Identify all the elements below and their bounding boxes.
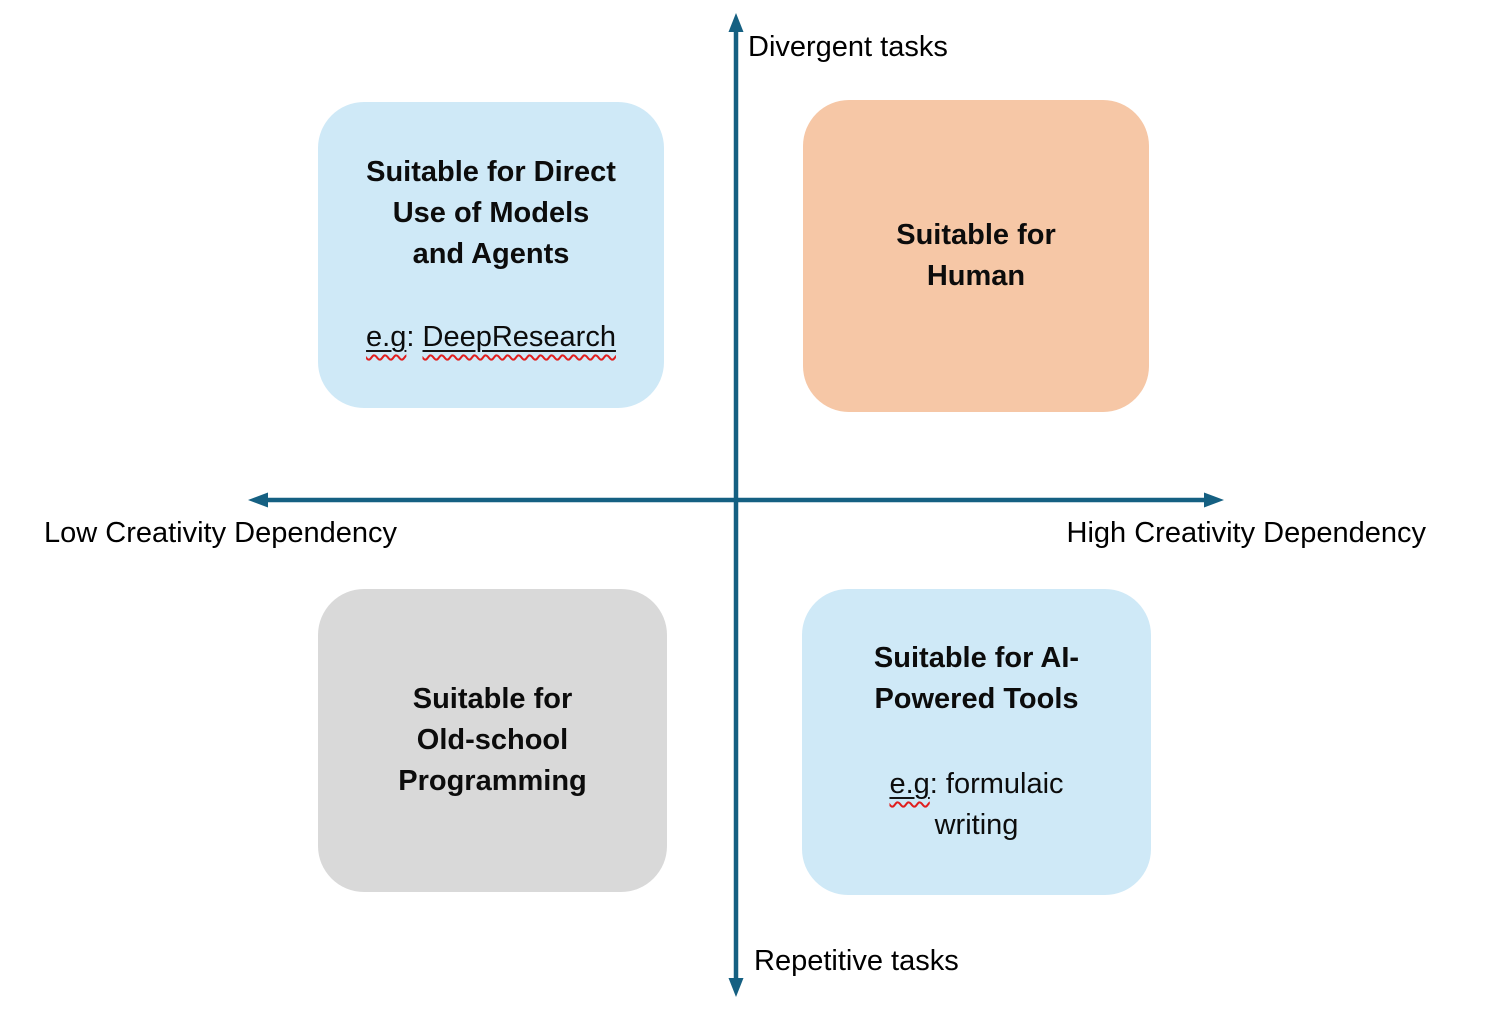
quadrant-title-line: Suitable for [412,683,573,715]
x-axis-right-label: High Creativity Dependency [1066,517,1426,549]
quadrant-title: Suitable for AI- Powered Tools [874,638,1079,720]
y-axis-top-label: Divergent tasks [748,31,948,63]
quadrant-title-line: Old-school [416,724,569,756]
quadrant-title-line: Programming [398,765,587,797]
quadrant-box-direct-models-agents: Suitable for Direct Use of Models and Ag… [318,102,664,408]
quadrant-box-ai-powered-tools: Suitable for AI- Powered Tools e.g: form… [802,589,1151,895]
spellcheck-squiggle-text: DeepResearch [422,321,616,353]
spellcheck-squiggle-text: e.g [889,768,930,800]
quadrant-example: e.g: formulaic writing [889,764,1063,846]
example-eg-underlined: e.g [366,321,406,353]
quadrant-title-line: Suitable for AI- [873,642,1080,674]
right-arrowhead-icon [1204,492,1224,508]
quadrant-box-human: Suitable for Human [803,100,1149,412]
quadrant-box-oldschool-programming: Suitable for Old-school Programming [318,589,667,892]
quadrant-title-line: Suitable for Direct [366,156,616,188]
quadrant-title: Suitable for Human [896,215,1056,297]
quadrant-title: Suitable for Direct Use of Models and Ag… [366,152,616,275]
example-line: e.g: formulaic [889,764,1063,805]
down-arrowhead-icon [728,978,744,997]
quadrant-title-line: Human [926,260,1026,292]
quadrant-title-line: Use of Models [392,197,590,229]
quadrant-title: Suitable for Old-school Programming [398,679,587,802]
x-axis-left-label: Low Creativity Dependency [44,517,398,549]
example-eg-underlined: e.g [889,768,929,800]
quadrant-title-line: Powered Tools [874,683,1079,715]
example-term-underlined: DeepResearch [423,321,616,353]
example-separator: : [406,321,423,353]
example-rest: : formulaic [929,768,1064,800]
up-arrowhead-icon [728,13,744,32]
quadrant-example: e.g: DeepResearch [366,317,616,358]
y-axis-bottom-label: Repetitive tasks [754,945,959,977]
spellcheck-squiggle-text: e.g [366,321,407,353]
example-line: writing [934,809,1019,841]
quadrant-title-line: and Agents [412,238,570,270]
quadrant-title-line: Suitable for [896,219,1056,251]
left-arrowhead-icon [248,492,268,508]
